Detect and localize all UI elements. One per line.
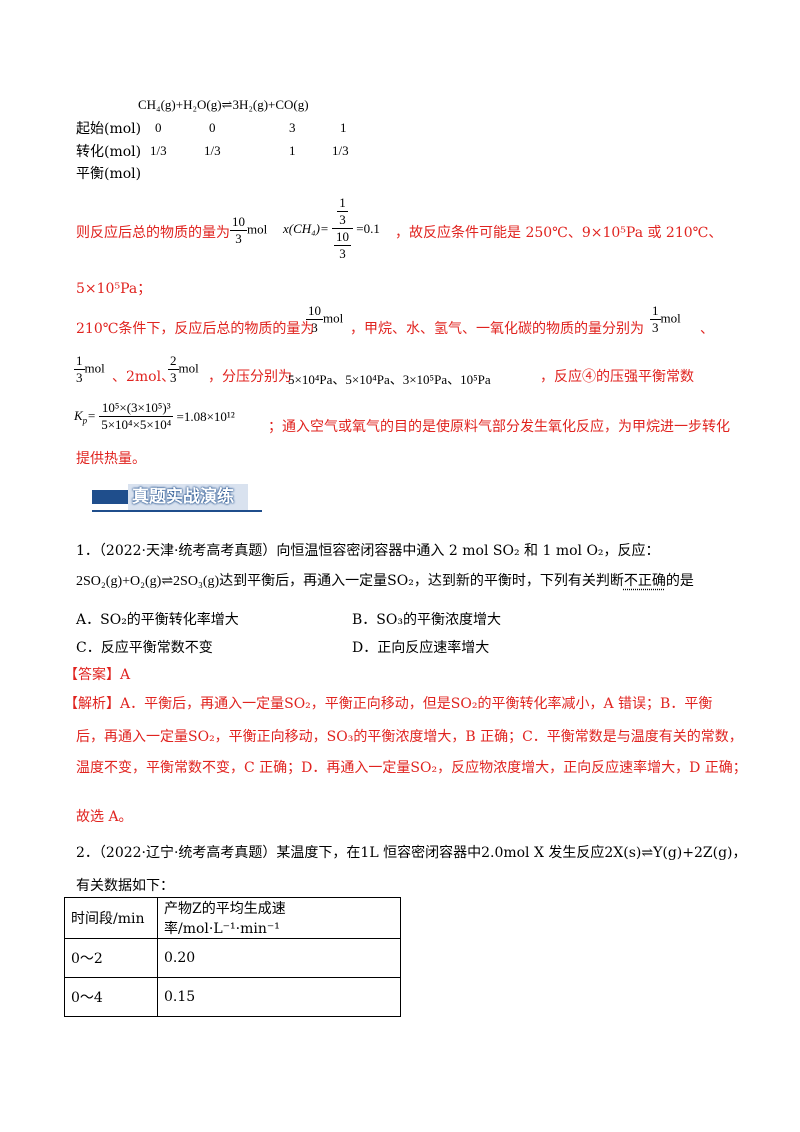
q1-answer-value: A [120,667,131,683]
x-num-num: 1 [337,195,348,212]
frac-b-den: 3 [76,370,83,385]
q2-data-table: 时间段/min 产物Z的平均生成速率/mol·L⁻¹·min⁻¹ 0～2 0.2… [64,897,401,1017]
frac-a-num: 1 [650,303,661,320]
q1-option-d-label: D． [352,640,378,656]
analysis-line2: 5×10⁵Pa； [76,281,152,297]
table-cell: 0～4 [64,977,158,1017]
x-den-num: 10 [334,229,352,246]
table-header-cell: 时间段/min [64,897,158,939]
q1-equation: 2SO₂(g)+O₂(g)⇌2SO₃(g) [76,574,220,589]
q1-option-a-label: A． [76,612,101,628]
analysis-line4-part2: ，分压分别为 [208,369,292,385]
calc-row-start-label: 起始(mol) [76,121,142,137]
table-row: 0～2 0.20 [64,938,401,978]
total-mol-den-2: 3 [311,320,318,335]
q1-emphasis: 不正确 [623,573,666,589]
analysis-line1-prefix: 则反应后总的物质的量为 [76,225,230,241]
q1-explain-text1: A．平衡后，再通入一定量SO₂，平衡正向移动，但是SO₂的平衡转化率减小，A 错… [120,696,713,712]
calc-row-change-v3: 1 [289,143,296,158]
kp-num: 10⁵×(3×10⁵)³ [99,400,174,417]
q1-explain-line2: 后，再通入一定量SO₂，平衡正向移动，SO₃的平衡浓度增大，B 正确；C．平衡常… [76,729,743,745]
q1-option-d-text: 正向反应速率增大 [377,640,490,656]
table-row: 0～4 0.15 [64,977,401,1017]
q1-option-b-label: B． [352,612,377,628]
q2-stem: 2．（2022·辽宁·统考高考真题）某温度下，在1L 恒容密闭容器中2.0mol… [76,845,747,861]
calc-row-start-v3: 3 [289,120,296,135]
calc-row-start-v4: 1 [340,120,347,135]
frac-c-num: 2 [168,353,179,370]
q1-stem: 1．（2022·天津·统考高考真题）向恒温恒容密闭容器中通入 2 mol SO₂… [76,543,660,559]
analysis-line1-suffix: ，故反应条件可能是 250℃、9×10⁵Pa 或 210℃、 [395,225,723,241]
section-title: 真题实战演练 [132,487,234,507]
section-header-underline [92,510,262,512]
q1-answer: 【答案】A [64,664,130,684]
total-mol-unit: mol [247,221,268,237]
table-cell: 0.15 [157,977,401,1017]
q1-answer-tag: 【答案】 [64,667,120,683]
q1-explain-line3: 温度不变，平衡常数不变，C 正确；D．再通入一定量SO₂，反应物浓度增大，正向反… [76,760,747,776]
analysis-line4-suffix: ，反应④的压强平衡常数 [540,369,694,385]
x-den-den: 3 [339,246,346,261]
calc-row-change-v2: 1/3 [204,143,221,158]
table-header-cell: 产物Z的平均生成速率/mol·L⁻¹·min⁻¹ [157,897,401,939]
x-num-den: 3 [339,212,346,227]
partial-pressures: 5×10⁴Pa、5×10⁴Pa、3×10⁵Pa、10⁵Pa [288,372,491,387]
q1-option-c-text: 反应平衡常数不变 [100,640,213,656]
analysis-line5-suffix: ；通入空气或氧气的目的是使原料气部分发生氧化反应，为甲烷进一步转化 [268,419,730,435]
kp-label: Kp= [74,407,96,426]
q1-option-a[interactable]: A．SO₂的平衡转化率增大 [76,609,239,629]
frac-b-num: 1 [74,353,85,370]
frac-c-den: 3 [170,370,177,385]
calc-row-change-v4: 1/3 [332,143,349,158]
calc-row-eq-label: 平衡(mol) [76,166,142,182]
q1-explain-tag: 【解析】 [64,696,120,712]
q1-option-c[interactable]: C．反应平衡常数不变 [76,637,213,657]
calc-row-start-v2: 0 [209,120,216,135]
q1-explain-line1: 【解析】A．平衡后，再通入一定量SO₂，平衡正向移动，但是SO₂的平衡转化率减小… [64,693,712,713]
section-header: 真题实战演练 [128,484,248,510]
frac-c-unit: mol [178,360,199,376]
analysis-line4-part1: 、2mol、 [112,369,176,385]
q1-option-b[interactable]: B．SO₃的平衡浓度增大 [352,609,501,629]
total-mol-den: 3 [235,231,242,246]
calc-row-start-v1: 0 [155,120,162,135]
q1-option-c-label: C． [76,640,101,656]
kp-result: =1.08×10¹² [176,408,235,424]
x-ch4-label: x(CH₄)= [283,220,329,236]
analysis-line3-mid: ，甲烷、水、氢气、一氧化碳的物质的量分别为 [350,321,644,337]
frac-b-unit: mol [84,360,105,376]
q1-option-a-text: SO₂的平衡转化率增大 [100,612,239,628]
comma-a: 、 [700,321,714,337]
q1-equation-line: 2SO₂(g)+O₂(g)⇌2SO₃(g)达到平衡后，再通入一定量SO₂，达到新… [76,570,694,590]
kp-den: 5×10⁴×5×10⁴ [101,417,172,432]
calc-row-change-label: 转化(mol) [76,144,142,160]
frac-a-den: 3 [652,320,659,335]
q2-stem2: 有关数据如下： [76,878,174,894]
q1-option-b-text: SO₃的平衡浓度增大 [376,612,501,628]
q1-explain-line4: 故选 A。 [76,809,133,825]
table-header-row: 时间段/min 产物Z的平均生成速率/mol·L⁻¹·min⁻¹ [64,897,401,939]
total-mol-num: 10 [230,214,247,231]
q1-equation-end: 的是 [665,573,694,589]
section-header-bar [92,490,128,504]
table-cell: 0～2 [64,938,158,978]
total-mol-num-2: 10 [306,303,323,320]
q1-option-d[interactable]: D．正向反应速率增大 [352,637,489,657]
analysis-line6: 提供热量。 [76,451,146,467]
q1-equation-text: 达到平衡后，再通入一定量SO₂，达到新的平衡时，下列有关判断 [219,573,624,589]
total-mol-unit-2: mol [323,310,344,326]
x-result: =0.1 [356,220,380,236]
analysis-line3-prefix: 210℃条件下，反应后总的物质的量为 [76,321,315,337]
table-cell: 0.20 [157,938,401,978]
frac-a-unit: mol [660,310,681,326]
reaction-equation: CH₄(g)+H₂O(g)⇌3H₂(g)+CO(g) [138,97,309,112]
calc-row-change-v1: 1/3 [150,143,167,158]
